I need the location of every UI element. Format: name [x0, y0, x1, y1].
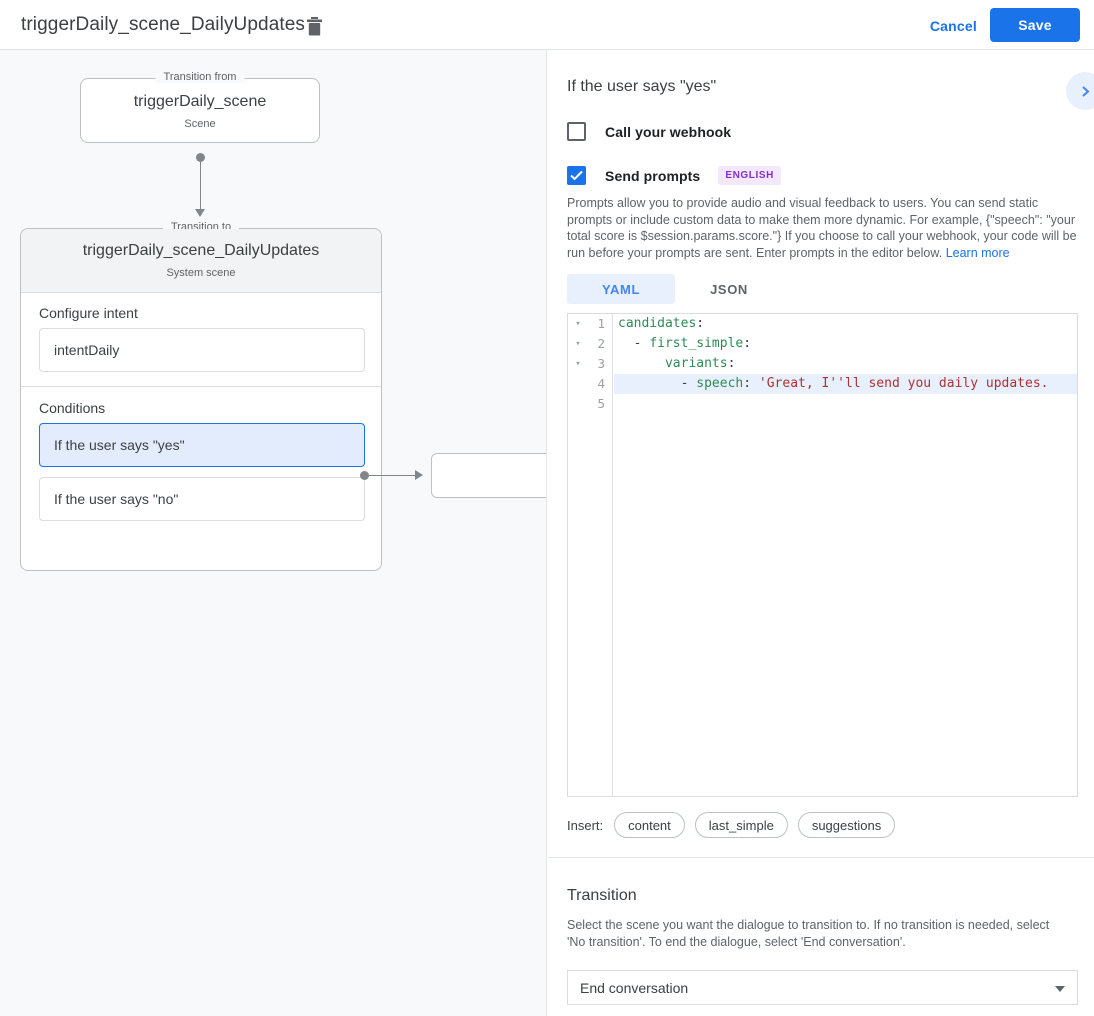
language-badge: ENGLISH [718, 166, 781, 185]
code-token: : [743, 336, 752, 351]
top-bar: triggerDaily_scene_DailyUpdates Cancel S… [0, 0, 1094, 50]
delete-button[interactable] [301, 13, 327, 39]
send-prompts-label: Send prompts [605, 167, 701, 184]
condition-item-no[interactable]: If the user says "no" [39, 477, 365, 521]
condition-connector-dot [360, 471, 369, 480]
code-token: : [727, 356, 736, 371]
prompts-description: Prompts allow you to provide audio and v… [567, 195, 1084, 261]
call-webhook-checkbox[interactable] [567, 122, 586, 141]
line-number: 2 [597, 336, 605, 351]
fold-toggle-icon[interactable]: ▾ [575, 339, 581, 349]
transition-section-title: Transition [567, 887, 637, 904]
call-webhook-label: Call your webhook [605, 123, 732, 140]
from-node-title: triggerDaily_scene [133, 93, 267, 110]
code-token: - [618, 376, 697, 391]
to-node-subtitle: System scene [166, 267, 236, 279]
editor-gutter-row: 4 [568, 374, 612, 394]
cancel-button[interactable]: Cancel [922, 12, 985, 40]
target-node-clipped[interactable] [431, 453, 546, 498]
configure-intent-section: Configure intent intentDaily [21, 293, 381, 387]
editor-code-line[interactable] [614, 394, 1077, 414]
fold-toggle-icon[interactable]: ▾ [575, 319, 581, 329]
transition-from-node[interactable]: Transition from triggerDaily_scene Scene [80, 71, 320, 143]
transition-section-description: Select the scene you want the dialogue t… [567, 918, 1050, 949]
editor-gutter-row: ▾3 [568, 354, 612, 374]
editor-code-line[interactable]: - first_simple: [614, 334, 1077, 354]
page-title: triggerDaily_scene_DailyUpdates [21, 14, 306, 35]
insert-label: Insert: [567, 817, 604, 833]
fold-toggle-icon[interactable]: ▾ [575, 359, 581, 369]
tab-yaml[interactable]: YAML [567, 274, 675, 304]
from-node-subtitle: Scene [184, 118, 216, 130]
code-token: : [696, 316, 705, 331]
section-divider [548, 857, 1094, 858]
chevron-right-icon [1081, 85, 1089, 97]
editor-gutter-row: ▾2 [568, 334, 612, 354]
condition-item-yes[interactable]: If the user says "yes" [39, 423, 365, 467]
send-prompts-row[interactable]: Send prompts ENGLISH [567, 166, 781, 185]
line-number: 5 [597, 396, 605, 411]
insert-chip-content[interactable]: content [614, 812, 685, 838]
editor-code-line[interactable]: variants: [614, 354, 1077, 374]
line-number: 1 [597, 316, 605, 331]
insert-chips-row: Insert: content last_simple suggestions [567, 812, 905, 838]
editor-code-line[interactable]: candidates: [614, 314, 1077, 334]
learn-more-link[interactable]: Learn more [945, 245, 1010, 260]
details-panel: If the user says "yes" Call your webhook… [548, 50, 1094, 1016]
editor-gutter-row: 5 [568, 394, 612, 414]
editor-format-tabs: YAML JSON [567, 274, 783, 304]
code-token [618, 356, 665, 371]
line-number: 4 [597, 376, 605, 391]
code-token: speech [696, 376, 744, 391]
editor-code-line[interactable]: - speech: 'Great, I''ll send you daily u… [614, 374, 1077, 394]
configure-intent-label: Configure intent [39, 305, 138, 321]
to-node-title: triggerDaily_scene_DailyUpdates [82, 242, 320, 259]
transition-from-legend: Transition from [155, 71, 245, 83]
code-token: candidates [618, 316, 697, 331]
transition-to-node[interactable]: Transition to triggerDaily_scene_DailyUp… [20, 221, 382, 571]
transition-select-value: End conversation [580, 980, 689, 996]
scene-graph-canvas[interactable]: Transition from triggerDaily_scene Scene… [0, 50, 547, 1016]
code-token: : [743, 376, 759, 391]
insert-chip-suggestions[interactable]: suggestions [797, 812, 896, 838]
editor-gutter-row: ▾1 [568, 314, 612, 334]
intent-field[interactable]: intentDaily [39, 328, 365, 372]
details-panel-title: If the user says "yes" [567, 78, 717, 95]
conditions-section: Conditions If the user says "yes" If the… [21, 387, 381, 570]
prompts-description-text: Prompts allow you to provide audio and v… [567, 196, 1077, 260]
save-button[interactable]: Save [990, 8, 1080, 42]
to-node-header: triggerDaily_scene_DailyUpdates System s… [21, 229, 381, 293]
check-icon [570, 170, 583, 181]
editor-code-area[interactable]: candidates: - first_simple: variants: - … [614, 314, 1077, 796]
expand-panel-button[interactable] [1066, 72, 1094, 110]
line-number: 3 [597, 356, 605, 371]
connector-line [200, 157, 201, 212]
send-prompts-checkbox[interactable] [567, 166, 586, 185]
connector-arrow-down-icon [195, 209, 205, 217]
condition-connector-arrow-icon [415, 470, 423, 480]
conditions-label: Conditions [39, 400, 106, 416]
code-token: 'Great, I''ll send you daily updates. [758, 376, 1049, 391]
code-token: variants [664, 356, 728, 371]
trash-icon [306, 16, 322, 35]
call-webhook-row[interactable]: Call your webhook [567, 122, 731, 141]
code-token: first_simple [649, 336, 744, 351]
tab-json[interactable]: JSON [710, 281, 748, 297]
chevron-down-icon [1055, 986, 1065, 992]
insert-chip-last-simple[interactable]: last_simple [694, 812, 788, 838]
code-token: - [618, 336, 650, 351]
condition-connector-line [368, 475, 418, 476]
transition-select[interactable]: End conversation [567, 970, 1078, 1005]
